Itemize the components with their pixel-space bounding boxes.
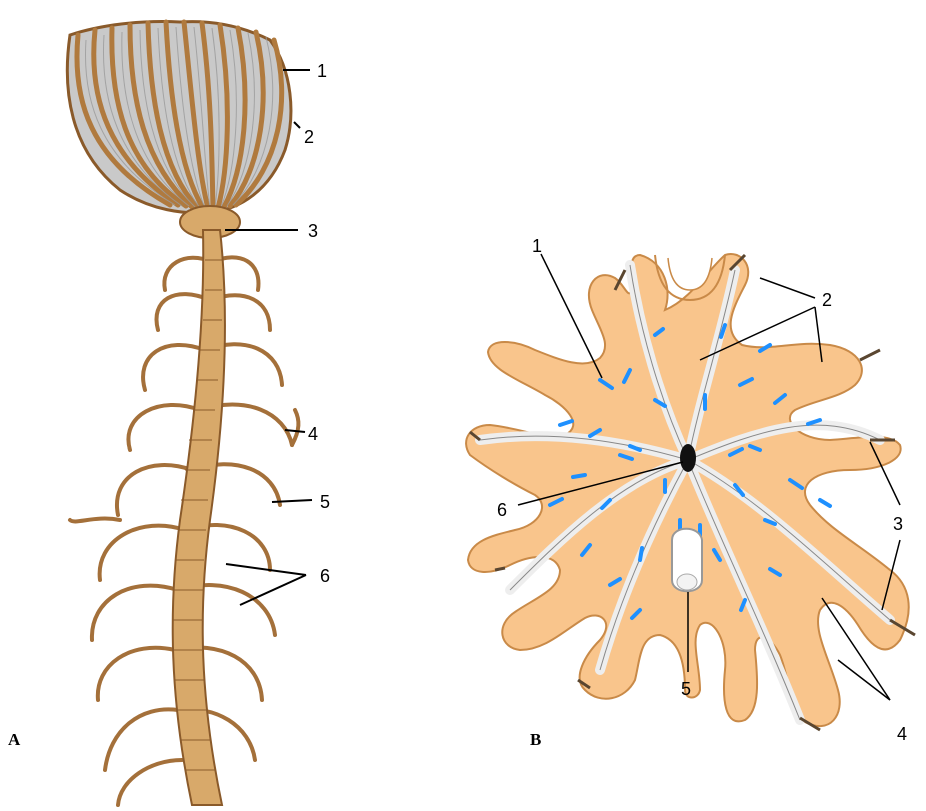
panel-b-label-2: 2 — [822, 290, 832, 310]
panel-b-label-1: 1 — [532, 236, 542, 256]
panel-b-label-3: 3 — [893, 514, 903, 534]
crinoid-crown — [67, 22, 291, 238]
panel-b-label-4: 4 — [897, 724, 907, 744]
panel-a-label-1: 1 — [317, 61, 327, 81]
mouth-opening — [680, 444, 696, 472]
crinoid-stalk — [172, 230, 225, 805]
panel-a-label-2: 2 — [304, 127, 314, 147]
panel-b-label-5: 5 — [681, 679, 691, 699]
panel-b-letter: B — [530, 730, 541, 749]
panel-a-label-4: 4 — [308, 424, 318, 444]
panel-a-letter: A — [8, 730, 21, 749]
panel-b-oral-view-illustration: 1 2 3 4 5 6 B — [466, 236, 915, 749]
anal-cone — [672, 529, 702, 592]
panel-b-label-6: 6 — [497, 500, 507, 520]
panel-a-crinoid-illustration: 1 2 3 4 5 6 A — [8, 22, 330, 805]
panel-a-label-3: 3 — [308, 221, 318, 241]
panel-a-label-6: 6 — [320, 566, 330, 586]
panel-a-label-5: 5 — [320, 492, 330, 512]
